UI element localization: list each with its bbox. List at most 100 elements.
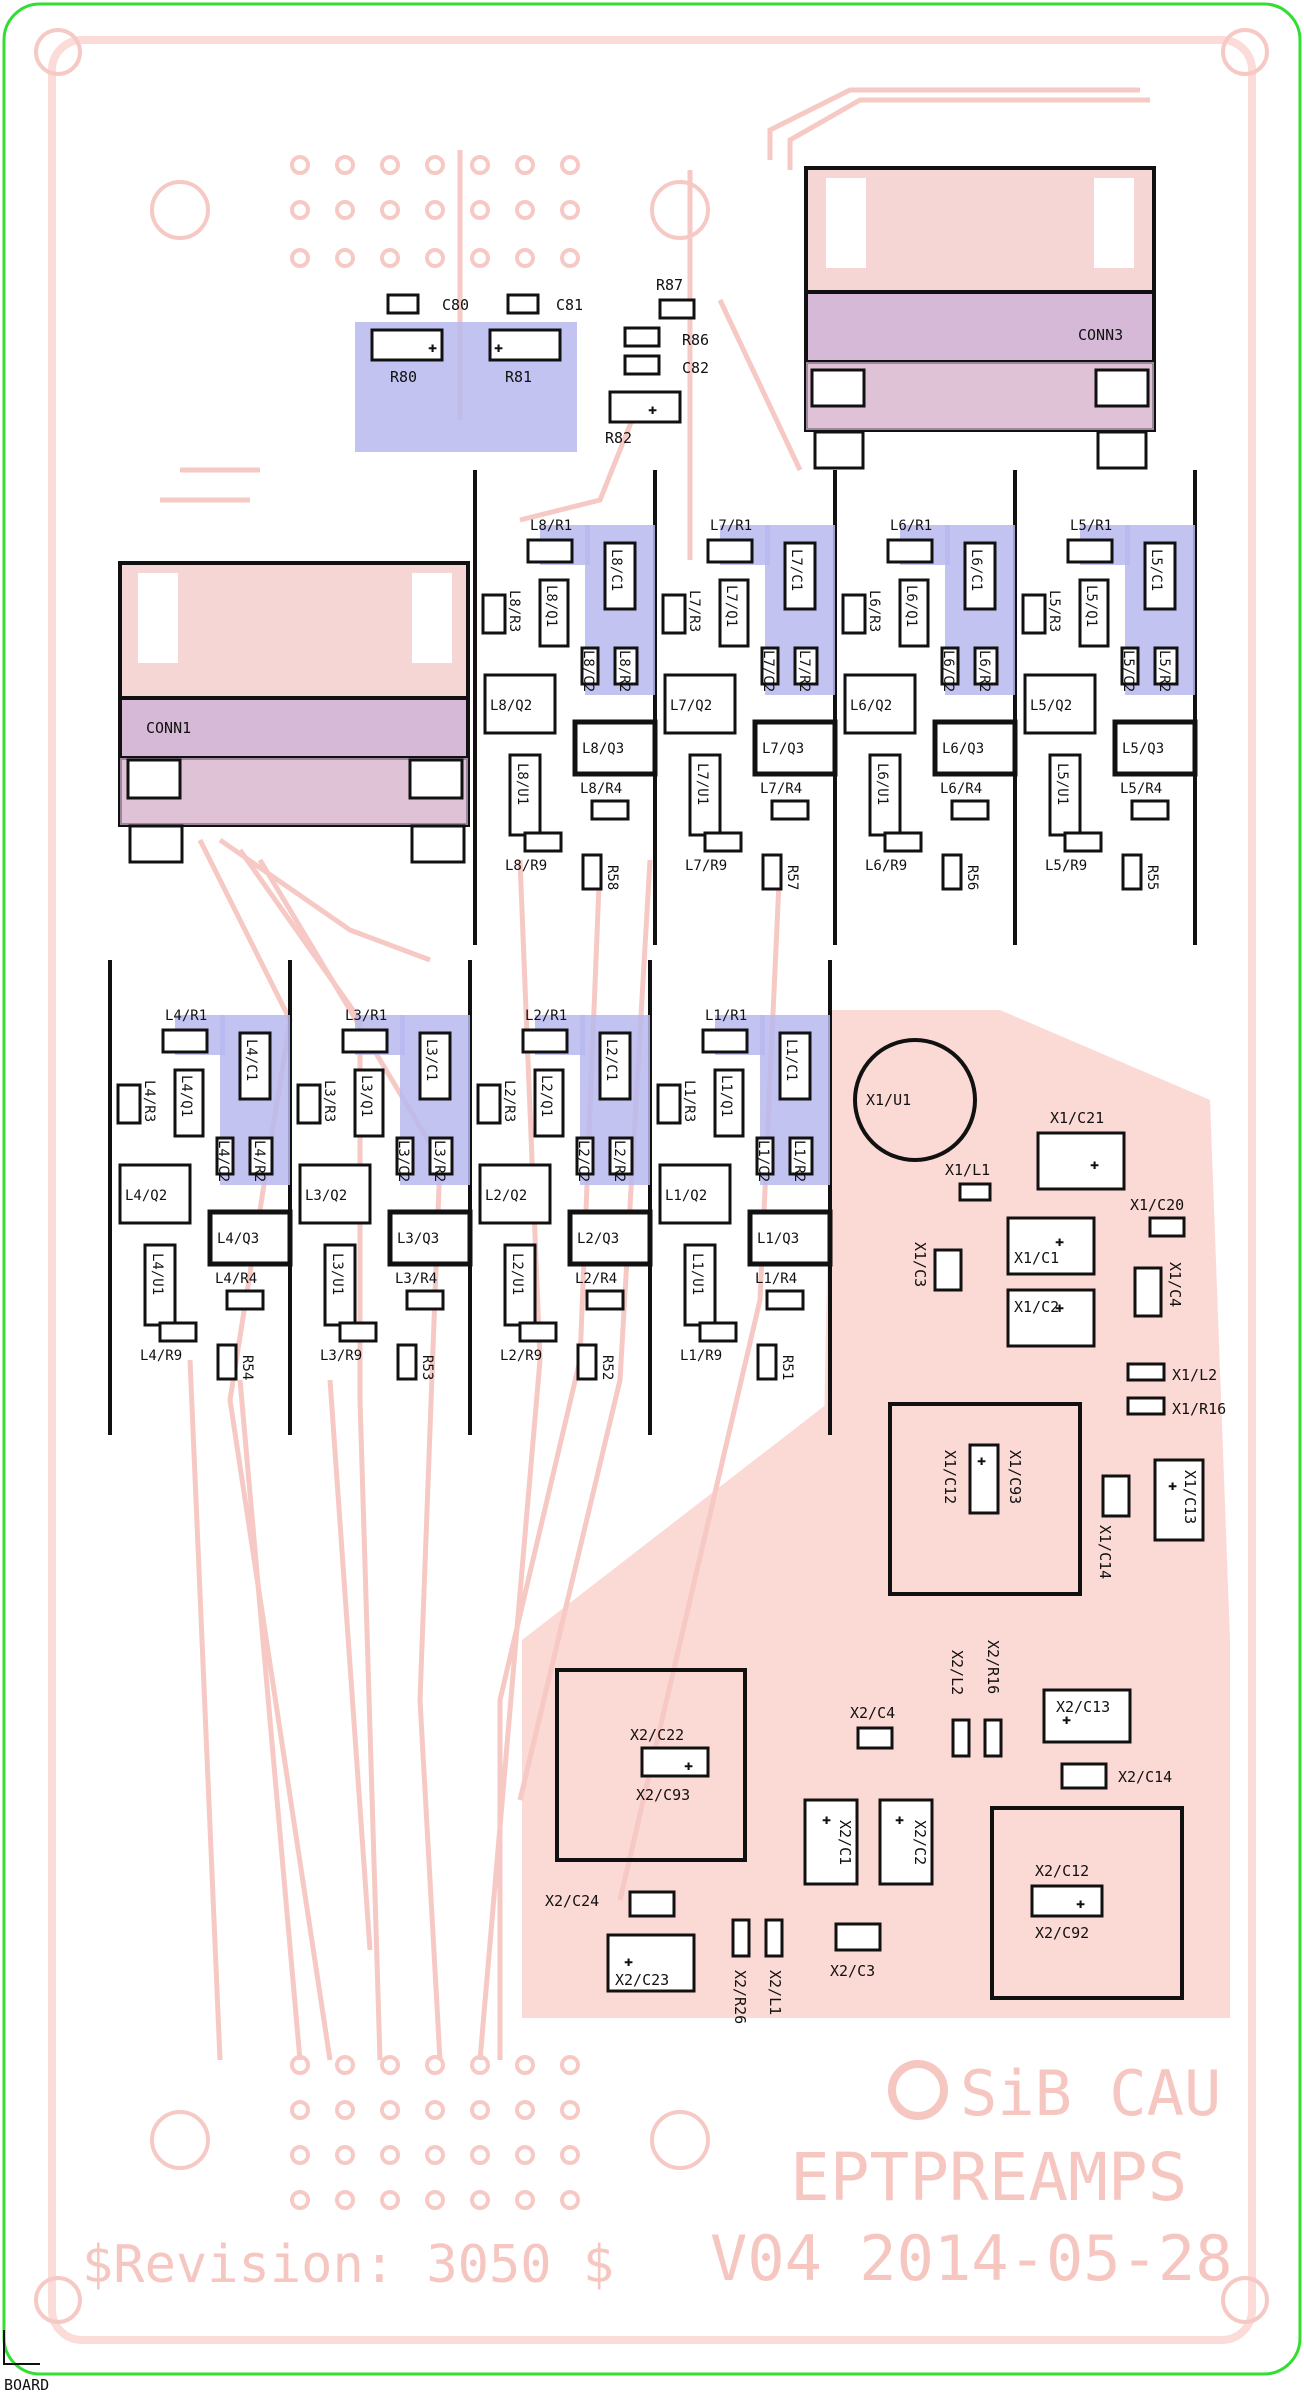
pad-q3 <box>1112 719 1198 777</box>
pad-q2 <box>118 1163 192 1225</box>
label-x1-c3: X1/C3 <box>911 1242 929 1287</box>
svg-text:L8/U1: L8/U1 <box>514 763 530 805</box>
pad-q3 <box>747 1209 833 1267</box>
pad-r4 <box>1130 799 1170 821</box>
svg-text:L7/R2: L7/R2 <box>796 650 812 692</box>
pad-u1 <box>1048 753 1082 837</box>
svg-text:L4/R2: L4/R2 <box>251 1140 267 1182</box>
label-r82: R82 <box>605 429 632 447</box>
svg-text:L6/Q2: L6/Q2 <box>850 698 892 714</box>
svg-text:✚: ✚ <box>494 338 503 356</box>
pad-r1 <box>886 538 934 564</box>
pad-c2 <box>760 646 780 686</box>
pad-r2 <box>608 1136 634 1176</box>
label-c81: C81 <box>556 296 583 314</box>
pad-rx <box>1121 853 1143 891</box>
label-x2-c92: X2/C92 <box>1035 1924 1089 1942</box>
svg-text:✚: ✚ <box>624 1952 633 1970</box>
svg-text:L2/R3: L2/R3 <box>501 1080 517 1122</box>
pad-r4 <box>225 1289 265 1311</box>
label-x2-r26: X2/R26 <box>731 1970 749 2024</box>
svg-text:L7/Q3: L7/Q3 <box>762 741 804 757</box>
svg-text:L3/R3: L3/R3 <box>321 1080 337 1122</box>
svg-text:✚: ✚ <box>1055 1298 1064 1316</box>
svg-text:L2/C2: L2/C2 <box>575 1140 591 1182</box>
pad-r2 <box>248 1136 274 1176</box>
pad-c1 <box>783 541 817 611</box>
svg-text:L3/C1: L3/C1 <box>423 1039 439 1081</box>
label-x2-c14: X2/C14 <box>1118 1768 1172 1786</box>
svg-text:L6/R2: L6/R2 <box>976 650 992 692</box>
svg-text:✚: ✚ <box>1076 1894 1085 1912</box>
svg-text:L8/R9: L8/R9 <box>505 858 547 874</box>
silk-project: EPTPREAMPS <box>790 2139 1187 2216</box>
label-conn1: CONN1 <box>146 719 191 737</box>
label-x2-c13: X2/C13 <box>1056 1698 1110 1716</box>
silk-org: SiB CAU <box>960 2057 1221 2130</box>
pad-r9 <box>518 1321 558 1343</box>
pad-r2 <box>788 1136 814 1176</box>
svg-text:L1/Q3: L1/Q3 <box>757 1231 799 1247</box>
svg-text:L1/U1: L1/U1 <box>689 1253 705 1295</box>
label-x2-c1: X2/C1 <box>836 1820 854 1865</box>
svg-text:L5/Q1: L5/Q1 <box>1083 585 1099 627</box>
svg-text:L3/Q2: L3/Q2 <box>305 1188 347 1204</box>
svg-text:✚: ✚ <box>895 1810 904 1828</box>
svg-text:L2/U1: L2/U1 <box>509 1253 525 1295</box>
svg-text:L6/C1: L6/C1 <box>968 549 984 591</box>
svg-text:L4/R4: L4/R4 <box>215 1271 257 1287</box>
svg-text:L1/R2: L1/R2 <box>791 1140 807 1182</box>
svg-text:L5/R2: L5/R2 <box>1156 650 1172 692</box>
label-x2-c4: X2/C4 <box>850 1704 895 1722</box>
pad-c1 <box>418 1031 452 1101</box>
svg-text:✚: ✚ <box>1168 1476 1177 1494</box>
label-x2-c24: X2/C24 <box>545 1892 599 1910</box>
pad-r3 <box>481 593 507 635</box>
pad-c2 <box>215 1136 235 1176</box>
pad-r4 <box>585 1289 625 1311</box>
pad-r4 <box>590 799 630 821</box>
pad-c2 <box>395 1136 415 1176</box>
x1-section: X1/U1 X1/C21 ✚ X1/L1 X1/C20 ✚ X1/C1 X1/C… <box>853 1038 1226 1596</box>
svg-text:L5/C2: L5/C2 <box>1120 650 1136 692</box>
pad-r2 <box>793 646 819 686</box>
pad-r1 <box>706 538 754 564</box>
pad-u1 <box>143 1243 177 1327</box>
pad-rx <box>941 853 963 891</box>
label-x1-c21: X1/C21 <box>1050 1109 1104 1127</box>
top-passives: C80 C81 ✚ R80 ✚ R81 R87 R86 C82 ✚ R82 <box>355 276 709 452</box>
label-x2-c93: X2/C93 <box>636 1786 690 1804</box>
svg-text:L8/R2: L8/R2 <box>616 650 632 692</box>
svg-text:L5/U1: L5/U1 <box>1054 763 1070 805</box>
label-x1-u1: X1/U1 <box>866 1091 911 1109</box>
pad-r3 <box>1021 593 1047 635</box>
pad-r4 <box>770 799 810 821</box>
pad-r4 <box>405 1289 445 1311</box>
pad-q2 <box>298 1163 372 1225</box>
pad-r2 <box>613 646 639 686</box>
label-x1-r16: X1/R16 <box>1172 1400 1226 1418</box>
pad-r4 <box>950 799 990 821</box>
svg-text:L8/C1: L8/C1 <box>608 549 624 591</box>
label-x1-c93: X1/C93 <box>1006 1450 1024 1504</box>
svg-text:✚: ✚ <box>1055 1232 1064 1250</box>
svg-text:L3/R2: L3/R2 <box>431 1140 447 1182</box>
pad-q2 <box>1023 673 1097 735</box>
svg-text:L2/R1: L2/R1 <box>525 1008 567 1024</box>
svg-text:L6/R4: L6/R4 <box>940 781 982 797</box>
pad-c1 <box>238 1031 272 1101</box>
svg-text:L4/Q2: L4/Q2 <box>125 1188 167 1204</box>
pad-r2 <box>973 646 999 686</box>
svg-text:L6/R1: L6/R1 <box>890 518 932 534</box>
board-silk-frame <box>48 36 1256 2344</box>
pad-q3 <box>752 719 838 777</box>
svg-text:L6/U1: L6/U1 <box>874 763 890 805</box>
label-x2-l1: X2/L1 <box>766 1970 784 2015</box>
svg-text:L2/R2: L2/R2 <box>611 1140 627 1182</box>
label-x1-c20: X1/C20 <box>1130 1196 1184 1214</box>
svg-text:L7/C2: L7/C2 <box>760 650 776 692</box>
svg-text:R51: R51 <box>779 1355 795 1380</box>
